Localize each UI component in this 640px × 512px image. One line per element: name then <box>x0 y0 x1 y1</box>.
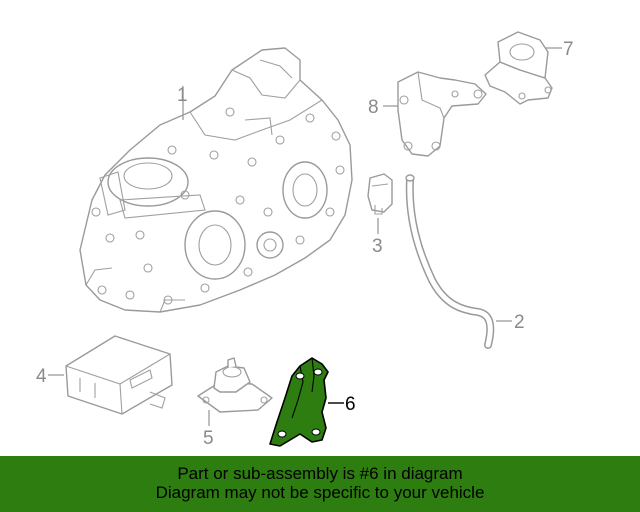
info-banner: Part or sub-assembly is #6 in diagram Di… <box>0 456 640 512</box>
part-1-transmission-housing[interactable] <box>79 47 353 313</box>
part-8-bracket[interactable] <box>397 71 487 157</box>
callout-4[interactable]: 4 <box>36 366 47 387</box>
callout-6[interactable]: 6 <box>345 394 356 415</box>
part-5-engine-mount[interactable] <box>197 357 273 413</box>
callout-1[interactable]: 1 <box>177 85 188 106</box>
banner-line-2: Diagram may not be specific to your vehi… <box>155 483 485 502</box>
part-4-control-module[interactable] <box>65 335 173 415</box>
callout-7[interactable]: 7 <box>563 39 574 60</box>
banner-line-1: Part or sub-assembly is #6 in diagram <box>177 464 463 483</box>
part-6-mount-bracket[interactable] <box>269 357 329 447</box>
callout-2[interactable]: 2 <box>514 312 525 333</box>
callout-5[interactable]: 5 <box>203 428 214 449</box>
callout-3[interactable]: 3 <box>372 236 383 257</box>
parts-diagram: 1 2 3 4 5 <box>36 31 574 449</box>
callout-8[interactable]: 8 <box>368 97 379 118</box>
part-3-sensor[interactable] <box>367 173 393 215</box>
part-7-upper-mount[interactable] <box>484 31 553 105</box>
part-2-hose[interactable] <box>405 174 495 349</box>
